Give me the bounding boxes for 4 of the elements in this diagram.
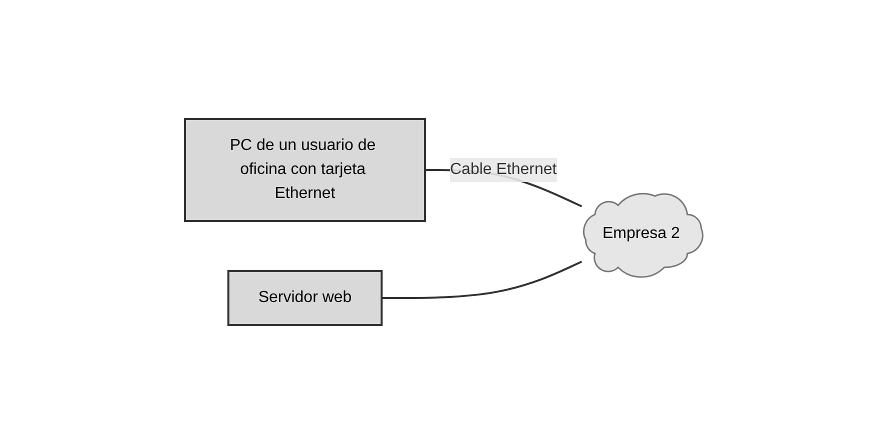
connector	[381, 260, 582, 298]
node-box: Servidor web	[227, 270, 382, 326]
edge-label: Cable Ethernet	[450, 160, 556, 178]
node-box: PC de un usuario de oficina con tarjeta Ethernet	[184, 118, 426, 222]
